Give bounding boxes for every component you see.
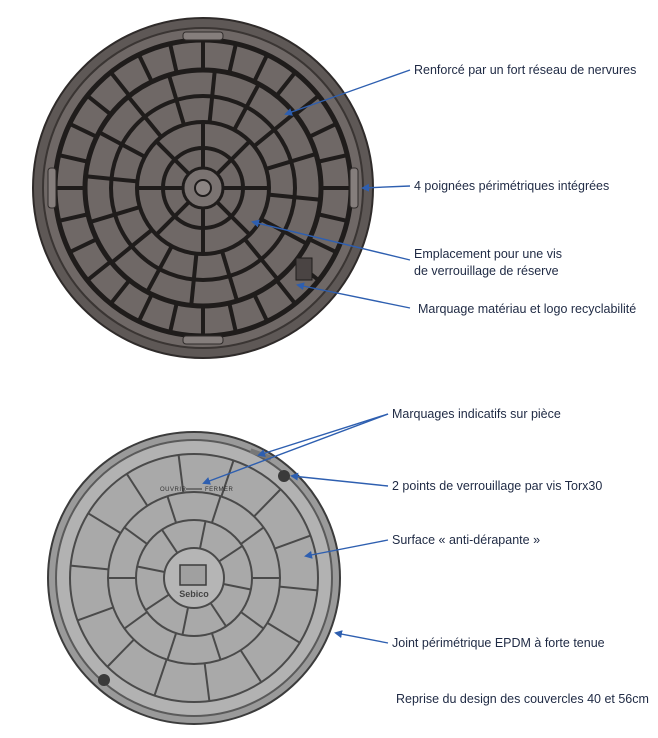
callout-antislip: Surface « anti-dérapante » bbox=[392, 533, 540, 547]
callout-arrows bbox=[202, 69, 411, 644]
callout-locking: 2 points de verrouillage par vis Torx30 bbox=[392, 479, 602, 493]
design-note: Reprise du design des couvercles 40 et 5… bbox=[396, 692, 649, 706]
callout-seal: Joint périmétrique EPDM à forte tenue bbox=[392, 636, 605, 650]
callout-handles: 4 poignées périmétriques intégrées bbox=[414, 179, 609, 193]
callout-markings: Marquages indicatifs sur pièce bbox=[392, 407, 561, 421]
cover-marking-open: OUVRIR bbox=[160, 487, 187, 493]
callout-screw-slot-2: de verrouillage de réserve bbox=[414, 264, 559, 278]
cover-logo: Sebico bbox=[179, 589, 209, 599]
cover-marking-close: FERMER bbox=[205, 487, 234, 493]
callout-screw-slot-1: Emplacement pour une vis bbox=[414, 247, 562, 261]
bottom-cover-surface-view: Sebico OUVRIR FERMER bbox=[47, 431, 341, 725]
callout-material-mark: Marquage matériau et logo recyclabilité bbox=[418, 302, 636, 316]
callout-ribs: Renforcé par un fort réseau de nervures bbox=[414, 63, 636, 77]
top-cover-ribbed-view bbox=[32, 17, 374, 359]
